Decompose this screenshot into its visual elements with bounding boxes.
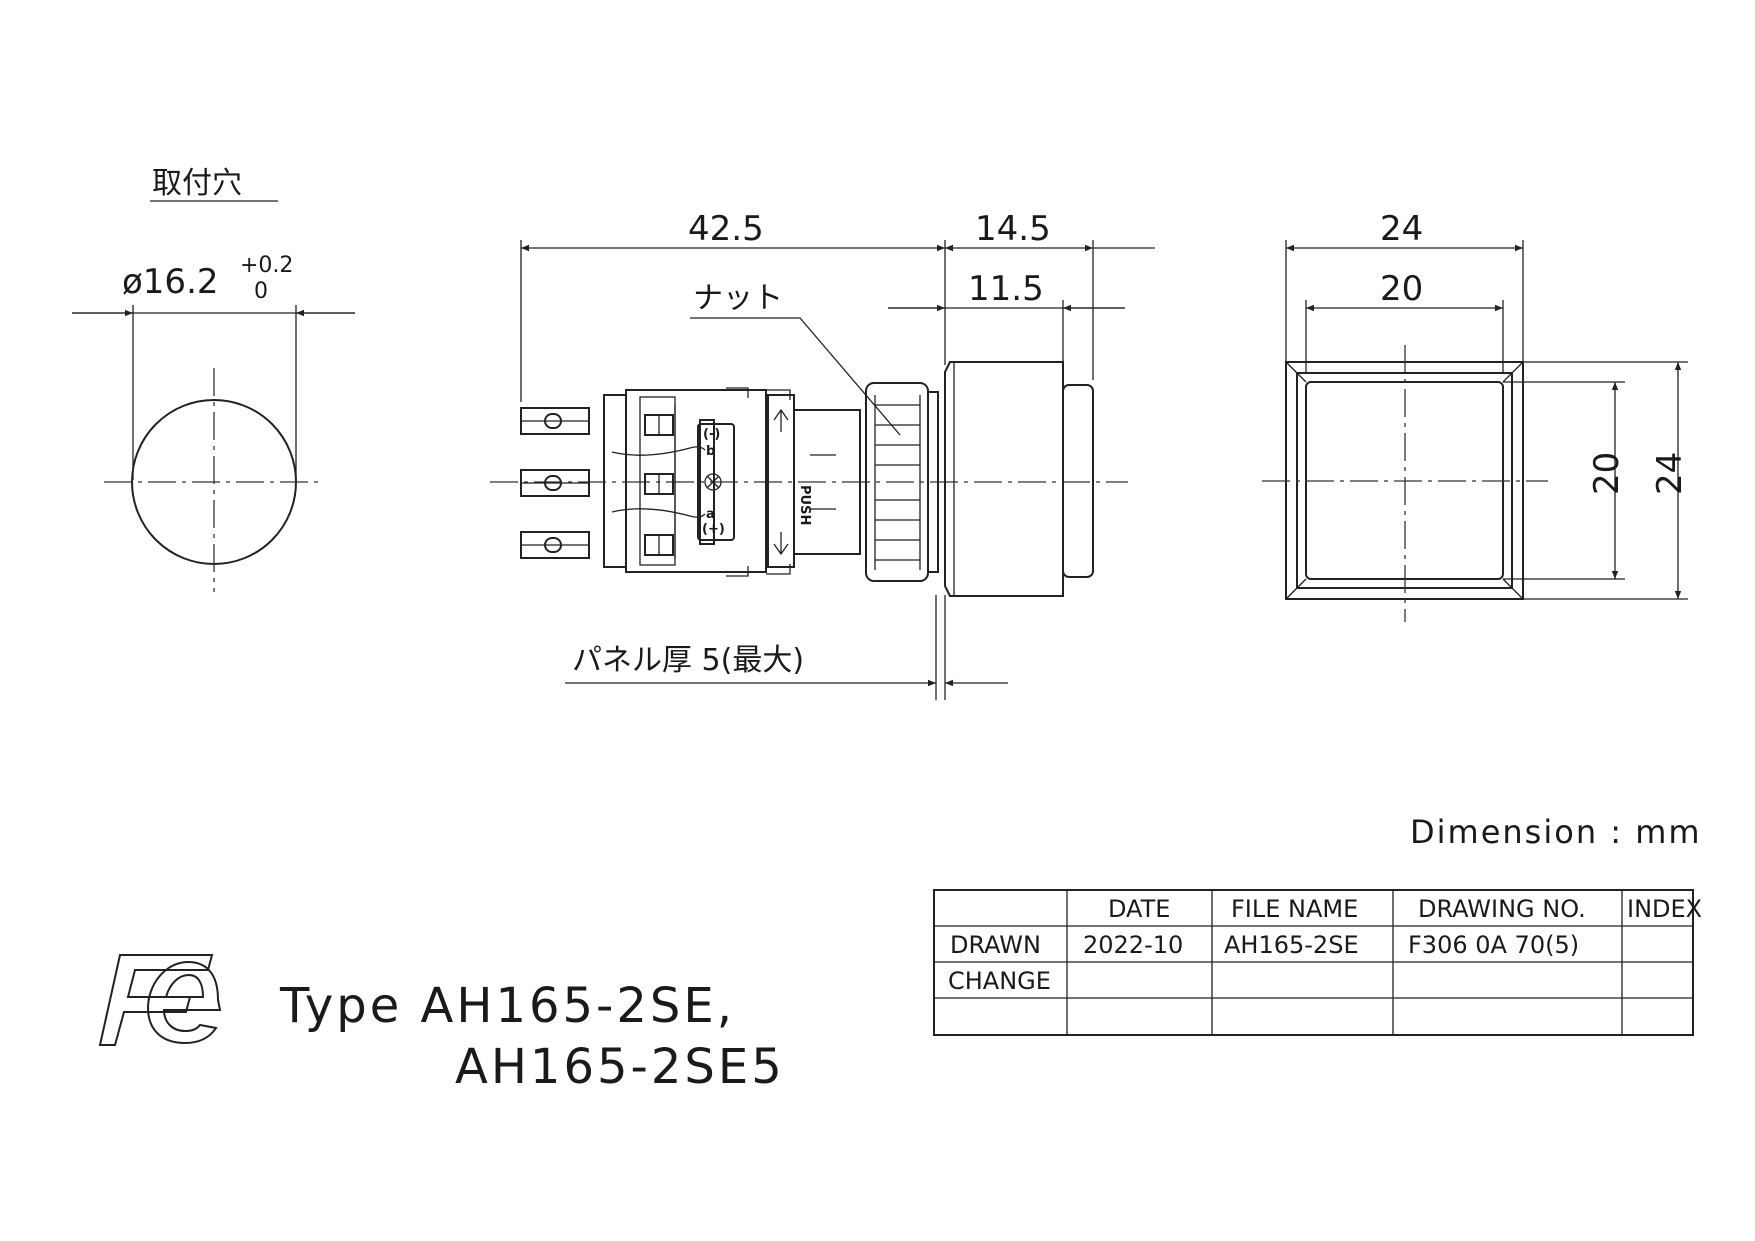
- tb-row-drawn-label: DRAWN: [950, 931, 1041, 959]
- mounting-hole-view: 取付穴 ø16.2 +0.2 0: [72, 166, 355, 592]
- contact-b-label: b: [706, 444, 715, 459]
- push-label: PUSH: [797, 485, 812, 525]
- front-view: 24 20 20 24: [1262, 209, 1690, 622]
- contact-a-label: a: [706, 507, 715, 522]
- terminal-top: [520, 407, 590, 435]
- tb-row-change-label: CHANGE: [948, 967, 1051, 995]
- front-inner-height-label: 20: [1587, 452, 1627, 495]
- title-block: DATE FILE NAME DRAWING NO. INDEX DRAWN 2…: [933, 889, 1702, 1036]
- tb-header-drawing-no: DRAWING NO.: [1418, 895, 1586, 923]
- tb-row-drawn-date: 2022-10: [1083, 931, 1183, 959]
- tb-row-drawn-drawing-no: F306 0A 70(5): [1408, 931, 1579, 959]
- contact-block: (-) b a (+) PUSH: [603, 387, 812, 577]
- nut-label: ナット: [693, 281, 783, 316]
- hole-diameter-label: ø16.2: [122, 262, 219, 302]
- logo-e-icon: [146, 960, 222, 1045]
- terminal-bottom: [520, 531, 590, 559]
- dim-42-5-label: 42.5: [688, 209, 764, 249]
- tb-row-drawn-file: AH165-2SE: [1224, 931, 1359, 959]
- contact-plus-label: (+): [702, 522, 725, 537]
- washer: [927, 391, 939, 573]
- panel-thickness-label: パネル厚 5(最大): [572, 643, 804, 678]
- front-outer-width-label: 24: [1380, 209, 1423, 249]
- dim-14-5-label: 14.5: [975, 209, 1051, 249]
- hole-tolerance-plus: +0.2: [240, 253, 293, 278]
- type-line-2: AH165-2SE5: [455, 1039, 785, 1095]
- barrel: [793, 409, 861, 555]
- front-inner-width-label: 20: [1380, 269, 1423, 309]
- tb-header-file-name: FILE NAME: [1231, 895, 1358, 923]
- tb-header-index: INDEX: [1627, 895, 1702, 923]
- terminal-middle: [520, 469, 590, 497]
- dimension-unit: Dimension : mm: [1410, 813, 1702, 851]
- mounting-hole-title: 取付穴: [152, 166, 242, 201]
- side-view: 42.5 14.5 11.5 ナット: [490, 209, 1155, 700]
- front-housing: [944, 361, 1094, 597]
- contact-minus-label: (-): [703, 427, 720, 442]
- tb-header-date: DATE: [1108, 895, 1170, 923]
- type-line-1: Type AH165-2SE,: [279, 978, 735, 1034]
- hole-tolerance-minus: 0: [254, 279, 268, 304]
- dim-11-5-label: 11.5: [968, 269, 1044, 309]
- front-outer-height-label: 24: [1650, 452, 1690, 495]
- fe-logo: [98, 954, 222, 1046]
